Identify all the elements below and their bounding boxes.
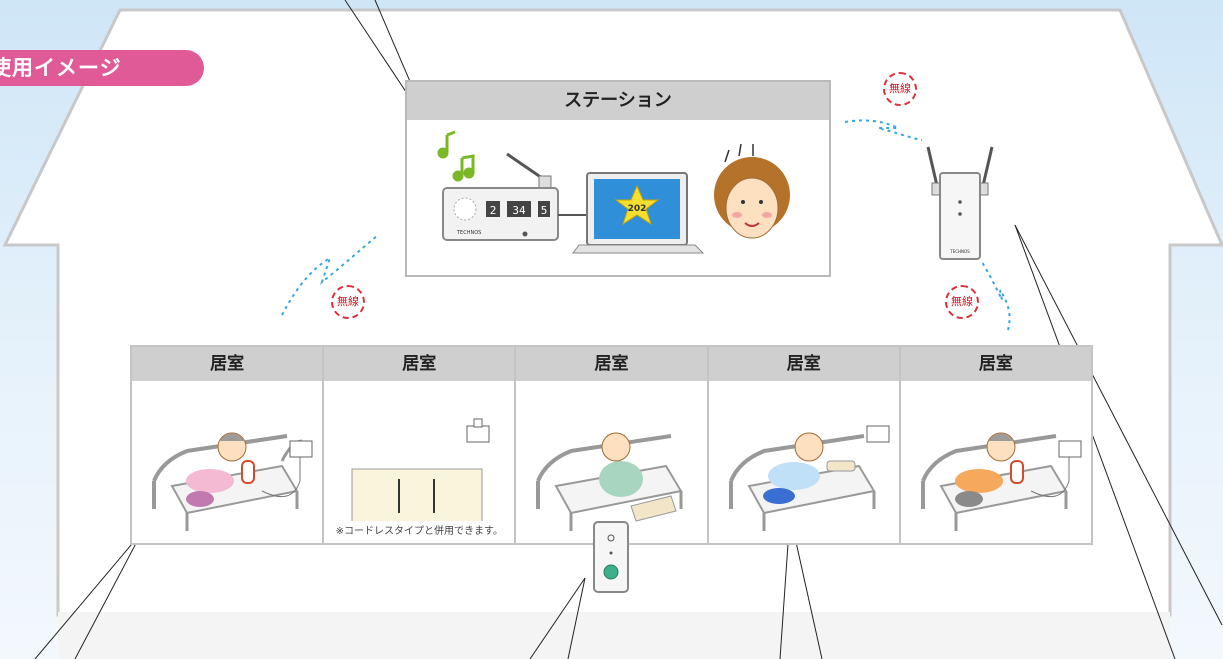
room-title: 居室	[708, 347, 899, 381]
room-2: 居室 ※コードレスタイプと併用できます。	[324, 347, 517, 543]
room-1: 居室	[132, 347, 325, 543]
station-title: ステーション	[407, 82, 829, 120]
cordless-note: ※コードレスタイプと併用できます。	[335, 526, 503, 537]
room-title: 居室	[324, 347, 515, 381]
floor-mat-sensor	[351, 418, 490, 524]
receiver-device: 2 34 5 TECHNOS	[442, 152, 559, 241]
svg-text:TECHNOS: TECHNOS	[456, 230, 481, 236]
badge-label: 使用イメージ	[0, 56, 122, 80]
wireless-tag-left: 無線	[331, 285, 365, 319]
laptop-monitor: 202	[572, 172, 705, 254]
usage-image-badge: 使用イメージ	[0, 50, 204, 86]
room-title: 居室	[132, 347, 323, 381]
relay-repeater: TECHNOS	[926, 146, 994, 260]
room-row: 居室 居室	[130, 345, 1093, 545]
svg-text:5: 5	[541, 204, 548, 217]
station-equipment: 2 34 5 TECHNOS 202	[437, 130, 790, 254]
room-title: 居室	[900, 347, 1092, 381]
room-5: 居室	[900, 347, 1092, 543]
svg-text:2: 2	[490, 204, 497, 217]
staff-face	[714, 143, 790, 239]
station-panel: ステーション 2 34 5 TECHNOS	[405, 80, 831, 277]
room-4: 居室	[708, 347, 901, 543]
svg-text:202: 202	[628, 204, 647, 214]
svg-text:TECHNOS: TECHNOS	[949, 249, 970, 254]
transmitter-device	[593, 521, 629, 593]
wireless-tag-right: 無線	[945, 285, 979, 319]
bed-with-mat-sensor	[536, 432, 683, 531]
room-title: 居室	[516, 347, 707, 381]
music-note-icon	[437, 130, 475, 182]
bed-with-patient-and-handset	[152, 432, 313, 531]
svg-text:34: 34	[512, 204, 526, 217]
wireless-tag-station: 無線	[883, 72, 917, 106]
room-3: 居室	[516, 347, 709, 543]
bed-with-patient-and-handset	[920, 432, 1082, 531]
bed-with-clip-sensor	[728, 425, 890, 531]
